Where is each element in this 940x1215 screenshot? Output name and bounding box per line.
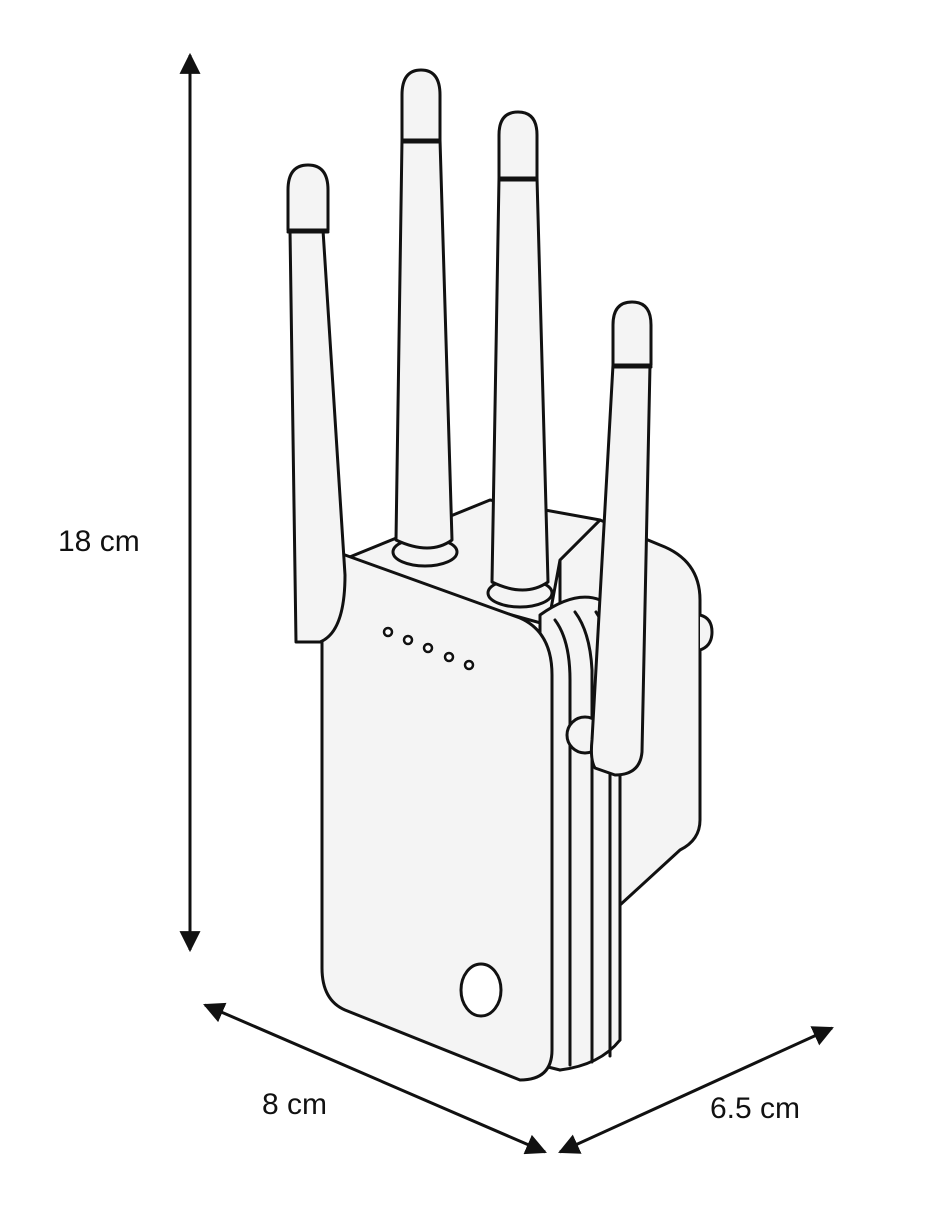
led-indicator-row (382, 626, 475, 671)
width-dimension-label: 8 cm (262, 1088, 328, 1121)
antenna-left (286, 163, 347, 644)
led-indicator (422, 642, 434, 654)
depth-dimension-label: 6.5 cm (710, 1092, 801, 1125)
antenna-mid-left (391, 68, 459, 568)
front-panel (320, 553, 554, 1082)
led-indicator (402, 634, 414, 646)
width-dimension-arrow (203, 1002, 547, 1155)
led-indicator (382, 626, 394, 638)
side-groove-2 (573, 610, 594, 1064)
antenna-mid-right (486, 110, 554, 609)
led-indicator (463, 659, 475, 671)
plug-prong (698, 613, 714, 652)
height-dimension-label: 18 cm (58, 525, 140, 558)
side-groove-1 (553, 618, 572, 1067)
wifi-repeater-device (286, 68, 714, 1082)
led-indicator (443, 651, 455, 663)
depth-dimension-arrow (558, 1026, 834, 1154)
antenna-right (589, 300, 653, 777)
wps-button (459, 962, 503, 1018)
